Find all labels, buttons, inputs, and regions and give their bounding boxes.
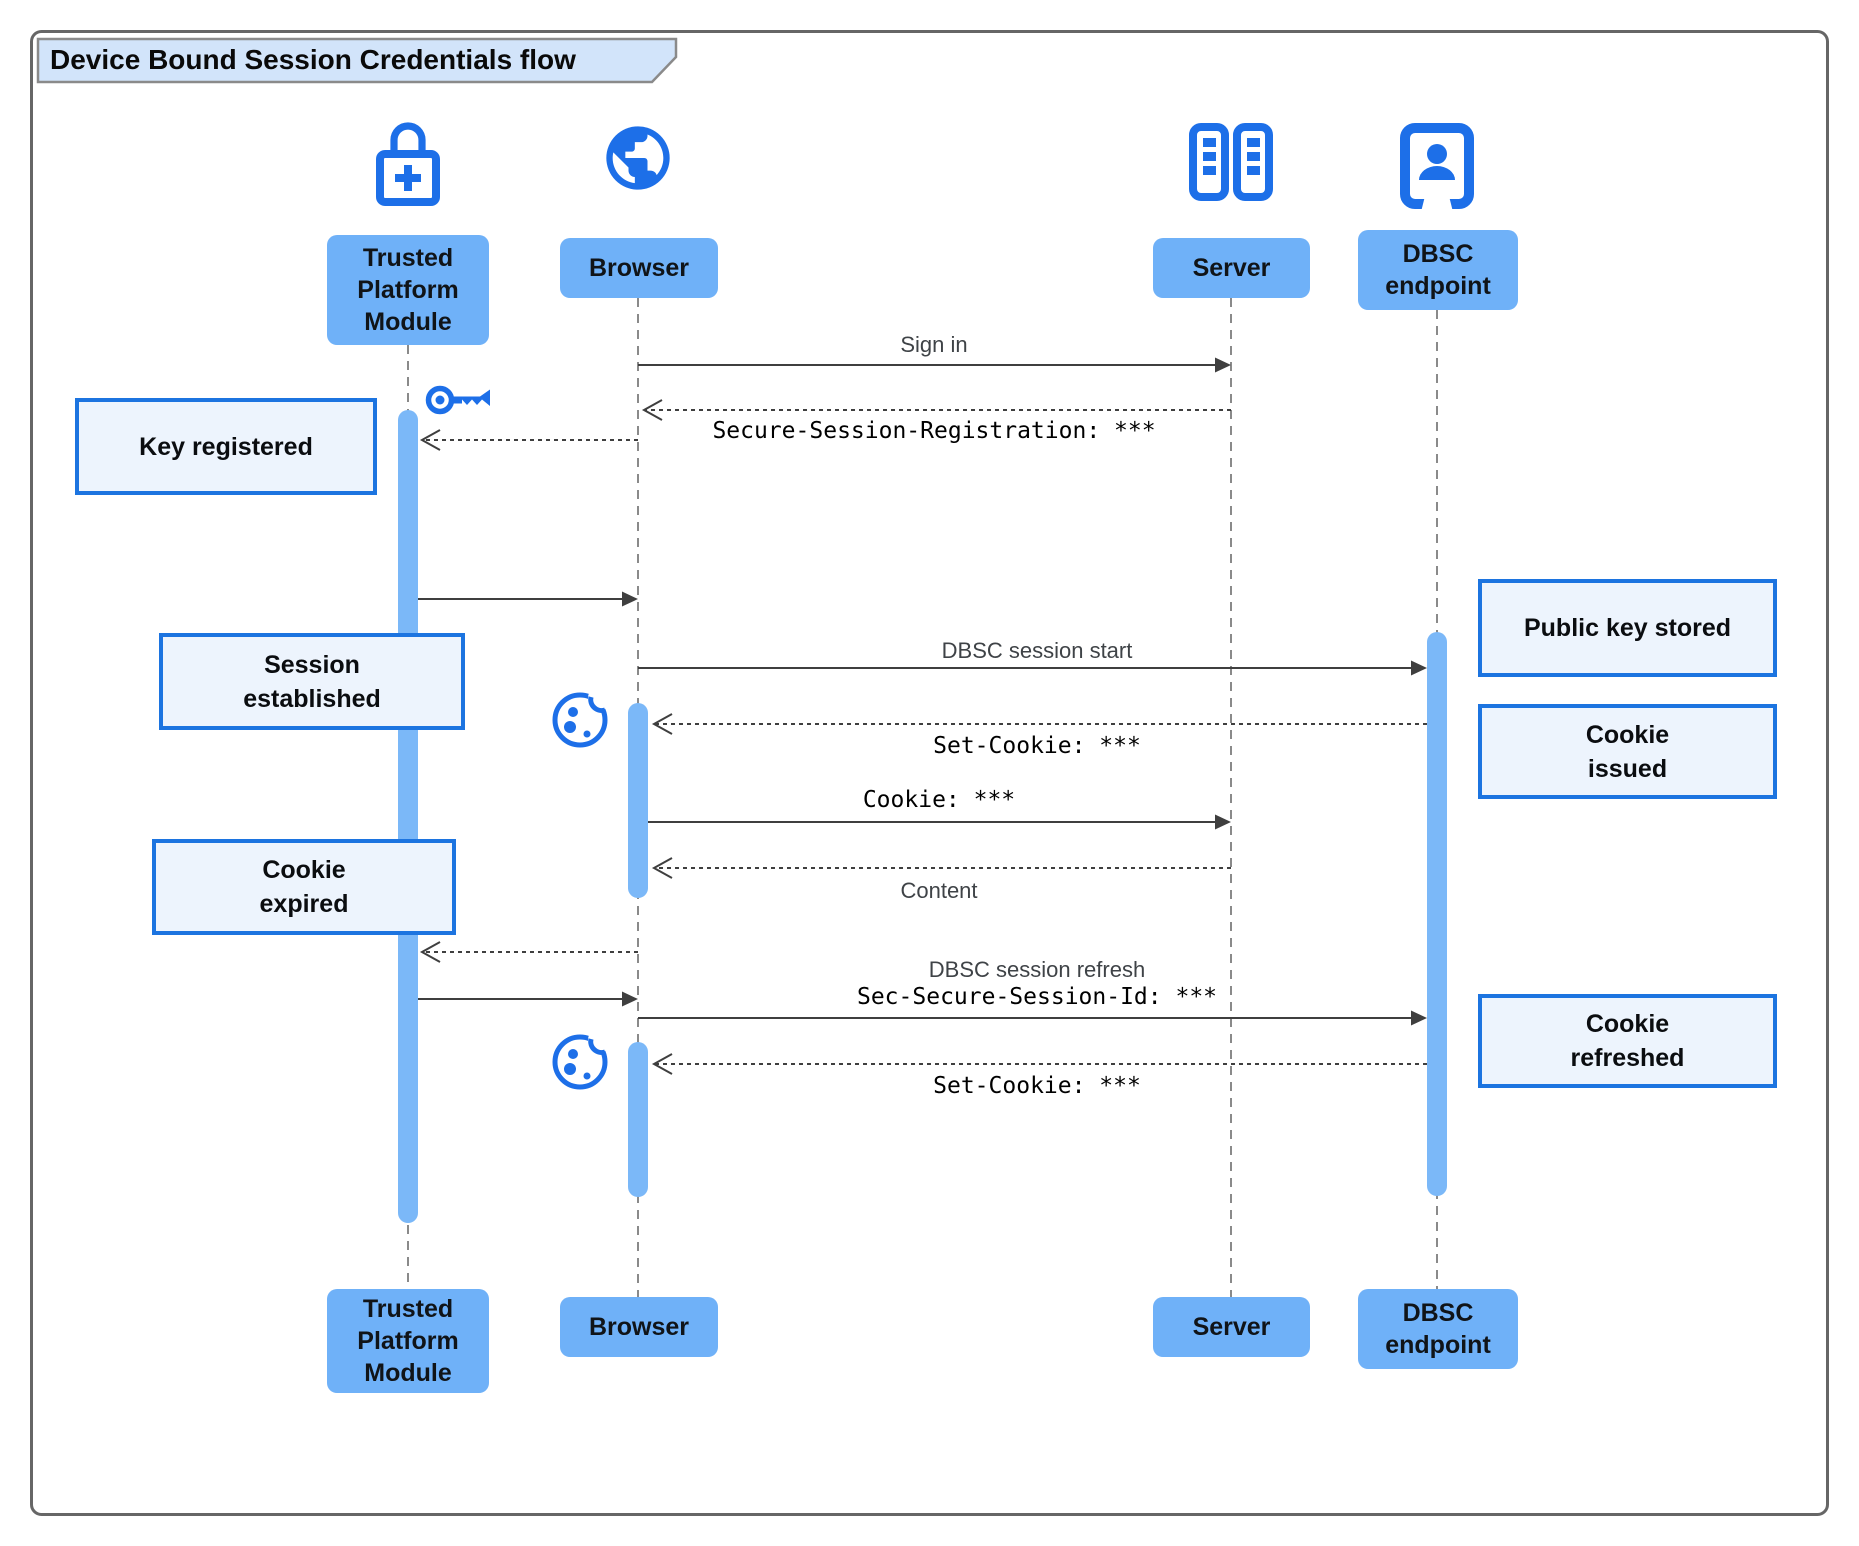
cookie-icon <box>551 682 613 756</box>
message-label-sec-secure-session-id: Sec-Secure-Session-Id: *** <box>856 984 1218 1010</box>
message-label-set-cookie-2: Set-Cookie: *** <box>933 1073 1141 1099</box>
lock-plus-icon <box>366 116 450 208</box>
note-session-established: Session established <box>159 633 465 730</box>
participant-browser-top: Browser <box>560 238 718 298</box>
arrow-content <box>651 857 1231 879</box>
message-label-set-cookie-1: Set-Cookie: *** <box>933 733 1141 759</box>
note-cookie-refreshed: Cookie refreshed <box>1478 994 1777 1088</box>
arrow-dbsc-session-refresh <box>638 1010 1427 1026</box>
arrow-tpm-to-browser-key <box>418 591 638 607</box>
note-cookie-issued: Cookie issued <box>1478 704 1777 799</box>
participant-dbsc-top: DBSC endpoint <box>1358 230 1518 310</box>
key-icon <box>424 376 504 424</box>
note-cookie-expired: Cookie expired <box>152 839 456 935</box>
activation-dbsc <box>1427 632 1447 1196</box>
message-label-sign-in: Sign in <box>900 332 968 357</box>
arrow-tpm-to-browser-refresh <box>418 991 638 1007</box>
cookie-icon <box>551 1024 613 1098</box>
participant-server-top: Server <box>1153 238 1310 298</box>
arrow-browser-to-tpm-register <box>419 429 638 451</box>
note-public-key-stored: Public key stored <box>1478 579 1777 677</box>
arrow-secure-session-registration <box>641 399 1231 421</box>
arrow-set-cookie-1 <box>651 713 1427 735</box>
participant-browser-bottom: Browser <box>560 1297 718 1357</box>
arrow-browser-to-tpm-refresh <box>419 941 638 963</box>
title-tab <box>36 37 678 84</box>
message-label-dbsc-session-refresh: DBSC session refresh <box>928 957 1146 982</box>
diagram-title: Device Bound Session Credentials flow <box>50 44 576 75</box>
message-label-content: Content <box>900 878 978 903</box>
badge-person-icon <box>1395 120 1479 212</box>
arrow-dbsc-session-start <box>638 660 1427 676</box>
activation-bars <box>398 410 1447 1223</box>
diagram-frame <box>30 30 1829 1516</box>
arrow-set-cookie-2 <box>651 1053 1427 1075</box>
message-label-dbsc-session-start: DBSC session start <box>941 638 1133 663</box>
participant-server-bottom: Server <box>1153 1297 1310 1357</box>
activation-browser-2 <box>628 1042 648 1197</box>
participant-tpm-top: Trusted Platform Module <box>327 235 489 345</box>
participant-dbsc-bottom: DBSC endpoint <box>1358 1289 1518 1369</box>
activation-tpm <box>398 410 418 1223</box>
participant-tpm-bottom: Trusted Platform Module <box>327 1289 489 1393</box>
globe-icon <box>600 120 676 196</box>
arrow-sign-in <box>638 357 1231 373</box>
message-label-cookie: Cookie: *** <box>862 787 1016 813</box>
message-label-secure-session-registration: Secure-Session-Registration: *** <box>712 418 1156 444</box>
server-racks-icon <box>1187 122 1275 202</box>
note-key-registered: Key registered <box>75 398 377 495</box>
activation-browser-1 <box>628 703 648 898</box>
arrow-cookie <box>648 814 1231 830</box>
